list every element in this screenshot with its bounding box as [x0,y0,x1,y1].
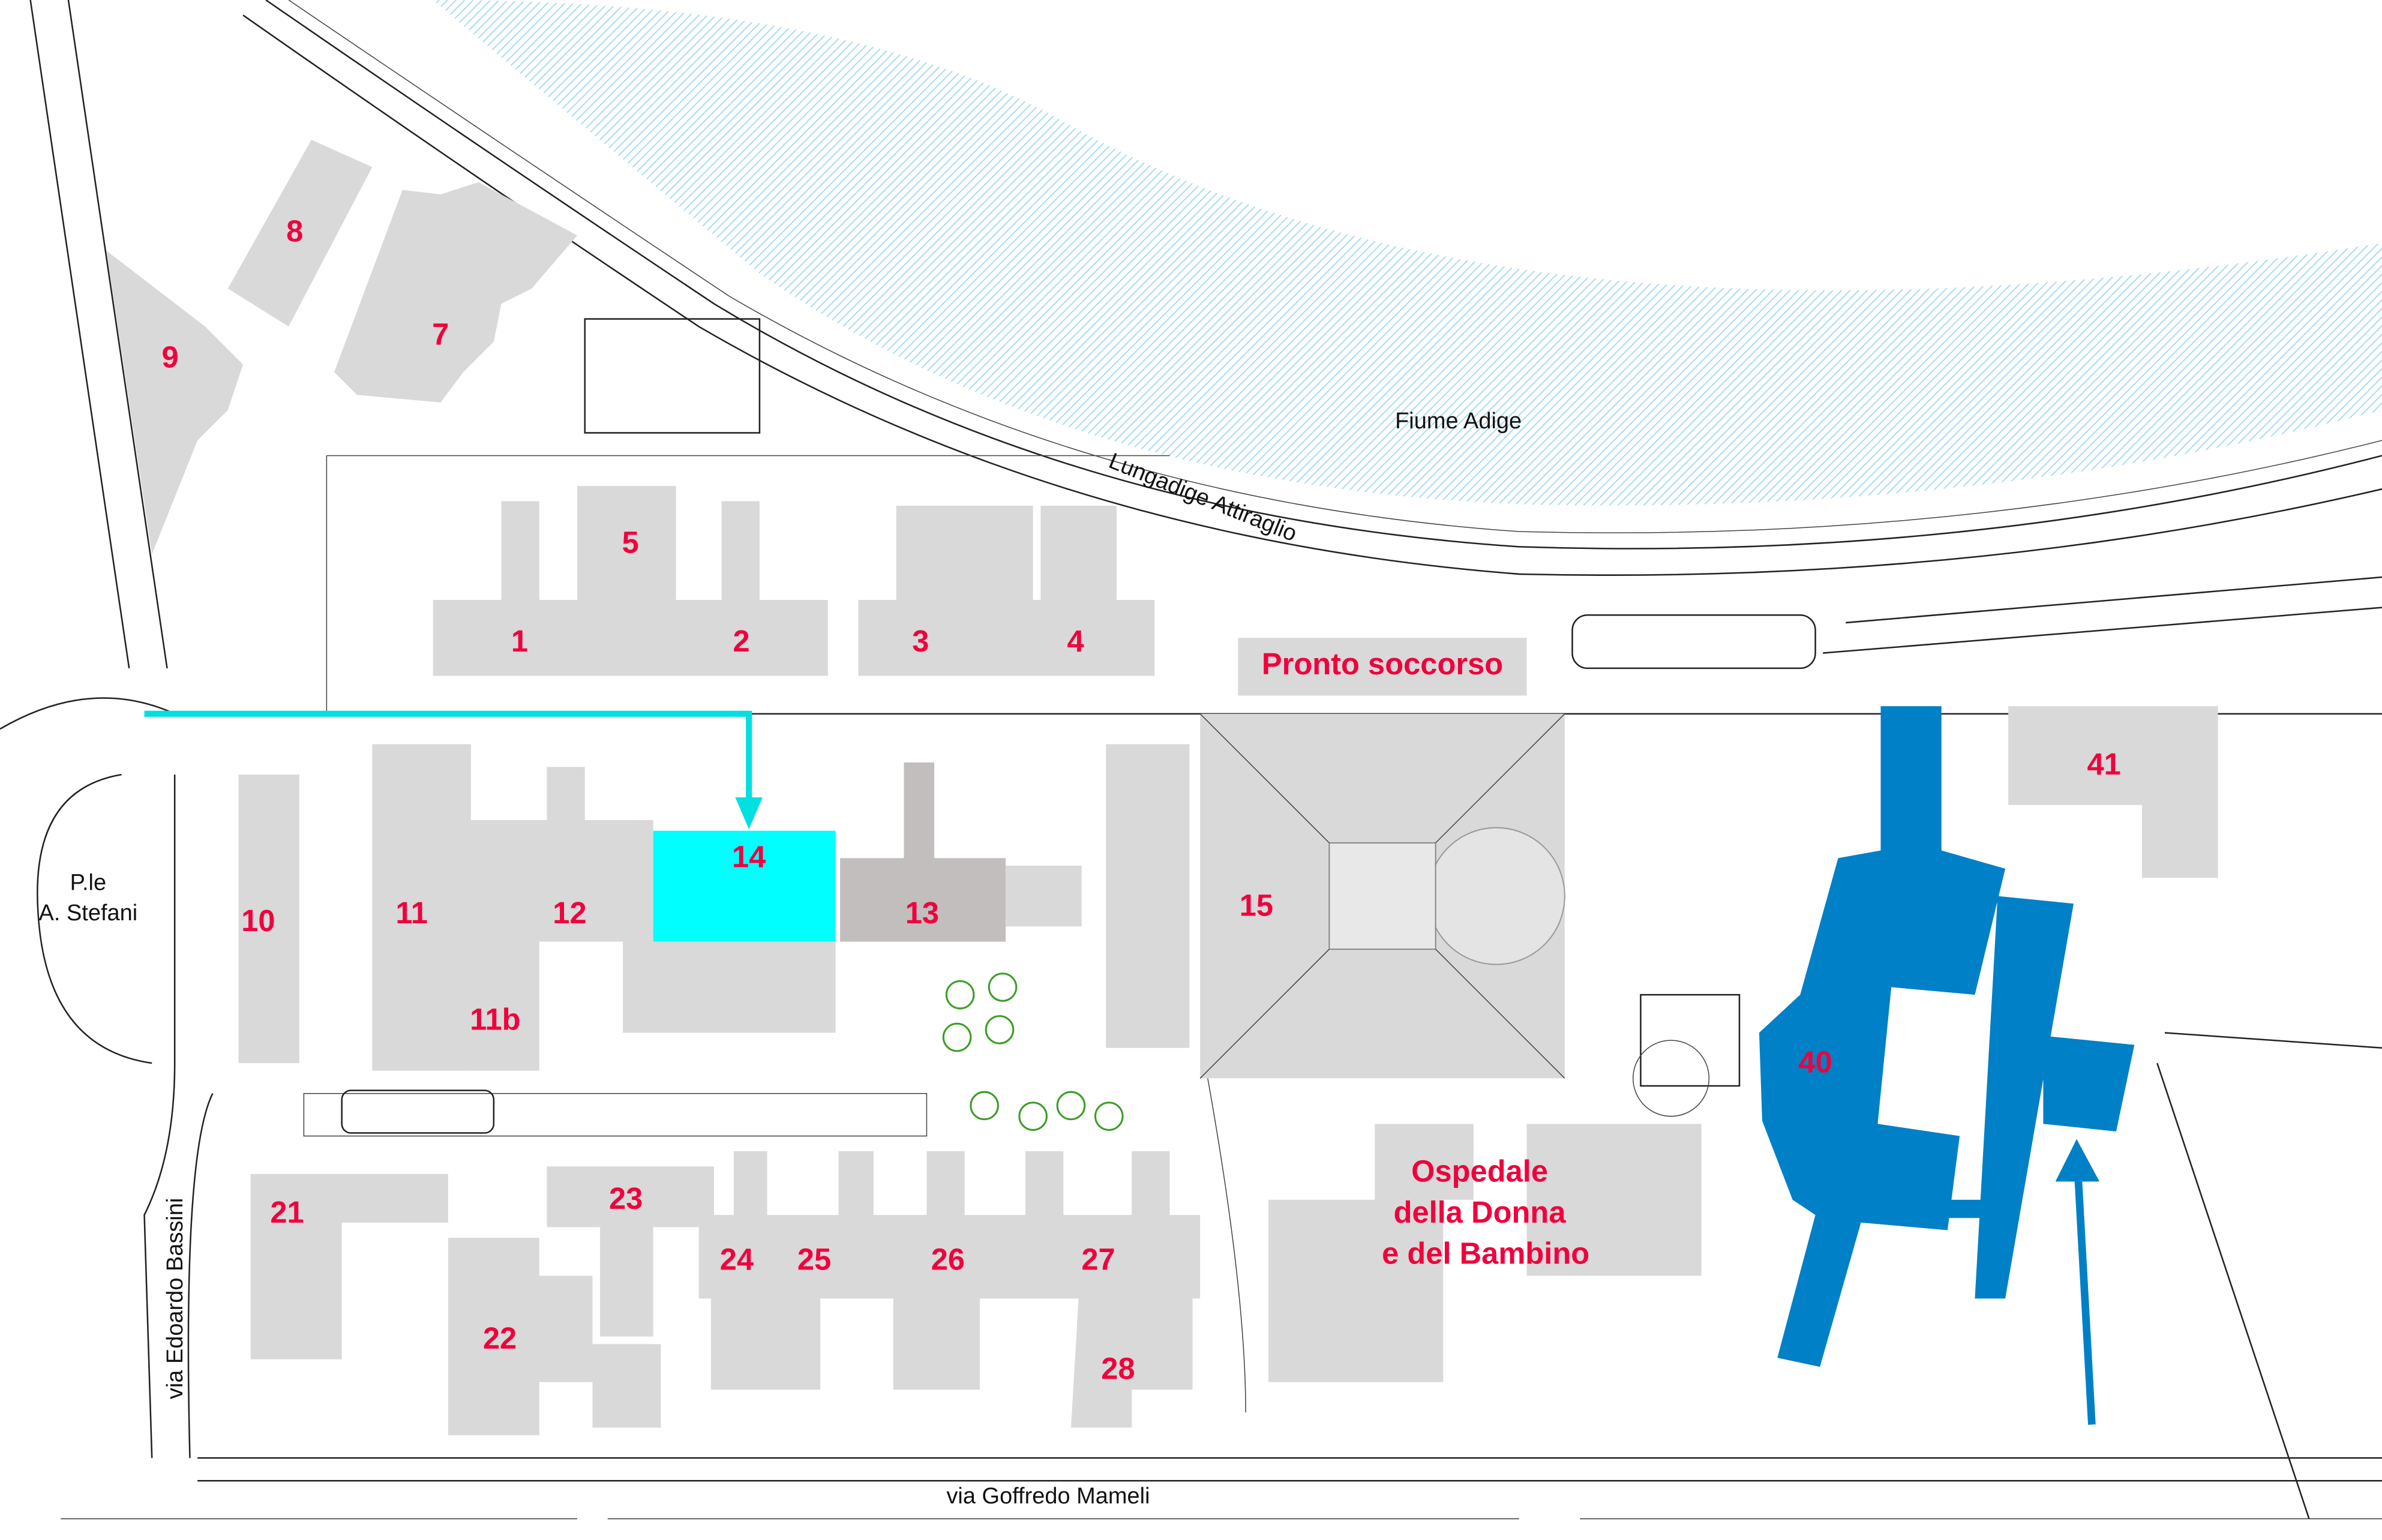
label-8: 8 [286,214,303,248]
label-donna-line3: e del Bambino [1382,1236,1589,1270]
lungadige-road [265,0,2382,550]
label-1: 1 [511,624,528,658]
building-ospedale-donna-bambino[interactable] [1268,1124,1702,1382]
river-adige [433,0,2382,506]
label-23: 23 [609,1181,643,1215]
street-bassini: via Edoardo Bassini [163,1198,188,1400]
label-10: 10 [241,903,275,938]
label-9: 9 [161,340,178,374]
label-12: 12 [553,896,586,930]
label-pronto-soccorso: Pronto soccorso [1262,647,1503,681]
building-23[interactable] [547,1166,714,1337]
label-7: 7 [432,317,449,352]
building-8[interactable] [227,139,373,327]
label-13: 13 [905,896,939,930]
building-12[interactable] [470,767,653,942]
label-25: 25 [797,1242,831,1276]
label-28: 28 [1101,1352,1135,1386]
label-11b: 11b [470,1002,520,1036]
square-label-line1: P.le [70,870,107,895]
building-pronto-soccorso[interactable] [1238,638,1527,696]
label-3: 3 [912,624,929,658]
label-4: 4 [1067,624,1084,658]
building-28[interactable] [1070,1298,1193,1428]
building-41[interactable] [2008,706,2218,878]
label-5: 5 [622,525,639,559]
label-2: 2 [733,624,749,658]
label-27: 27 [1081,1242,1115,1276]
label-22: 22 [483,1321,517,1355]
label-24: 24 [720,1242,754,1276]
building-24-27[interactable] [698,1151,1201,1390]
label-21: 21 [270,1195,304,1229]
label-donna-line1: Ospedale [1411,1154,1548,1188]
building-40-highlighted[interactable] [1759,706,2135,1367]
river-label: Fiume Adige [1395,409,1522,434]
route-to-building-40 [2074,1176,2096,1425]
route-to-building-14 [144,710,752,801]
building-21[interactable] [250,1173,448,1359]
arrow-down-icon [735,797,763,830]
building-9[interactable] [106,250,244,555]
building-10[interactable] [238,774,299,1064]
building-22[interactable] [448,1238,661,1436]
square-label-line2: A. Stefani [39,900,138,926]
label-26: 26 [931,1242,965,1276]
building-1-2-5[interactable] [433,486,828,676]
building-labels: 8 9 7 5 1 2 3 4 Pronto soccorso 15 10 11… [161,214,2120,1386]
street-mameli: via Goffredo Mameli [946,1484,1150,1509]
label-41: 41 [2087,747,2121,781]
arrow-up-icon [2055,1139,2100,1182]
building-7[interactable] [334,182,578,403]
label-40: 40 [1798,1044,1832,1079]
buildings [106,139,2218,1436]
label-15: 15 [1240,888,1273,923]
label-11: 11 [395,896,428,930]
building-13[interactable] [840,762,1006,942]
building-14-highlighted[interactable] [653,830,836,942]
trees [942,972,1124,1131]
building-11b[interactable] [470,941,539,1071]
label-donna-line2: della Donna [1394,1195,1567,1229]
building-3-4[interactable] [858,506,1155,676]
label-14: 14 [732,840,766,874]
building-11[interactable] [372,744,471,1071]
